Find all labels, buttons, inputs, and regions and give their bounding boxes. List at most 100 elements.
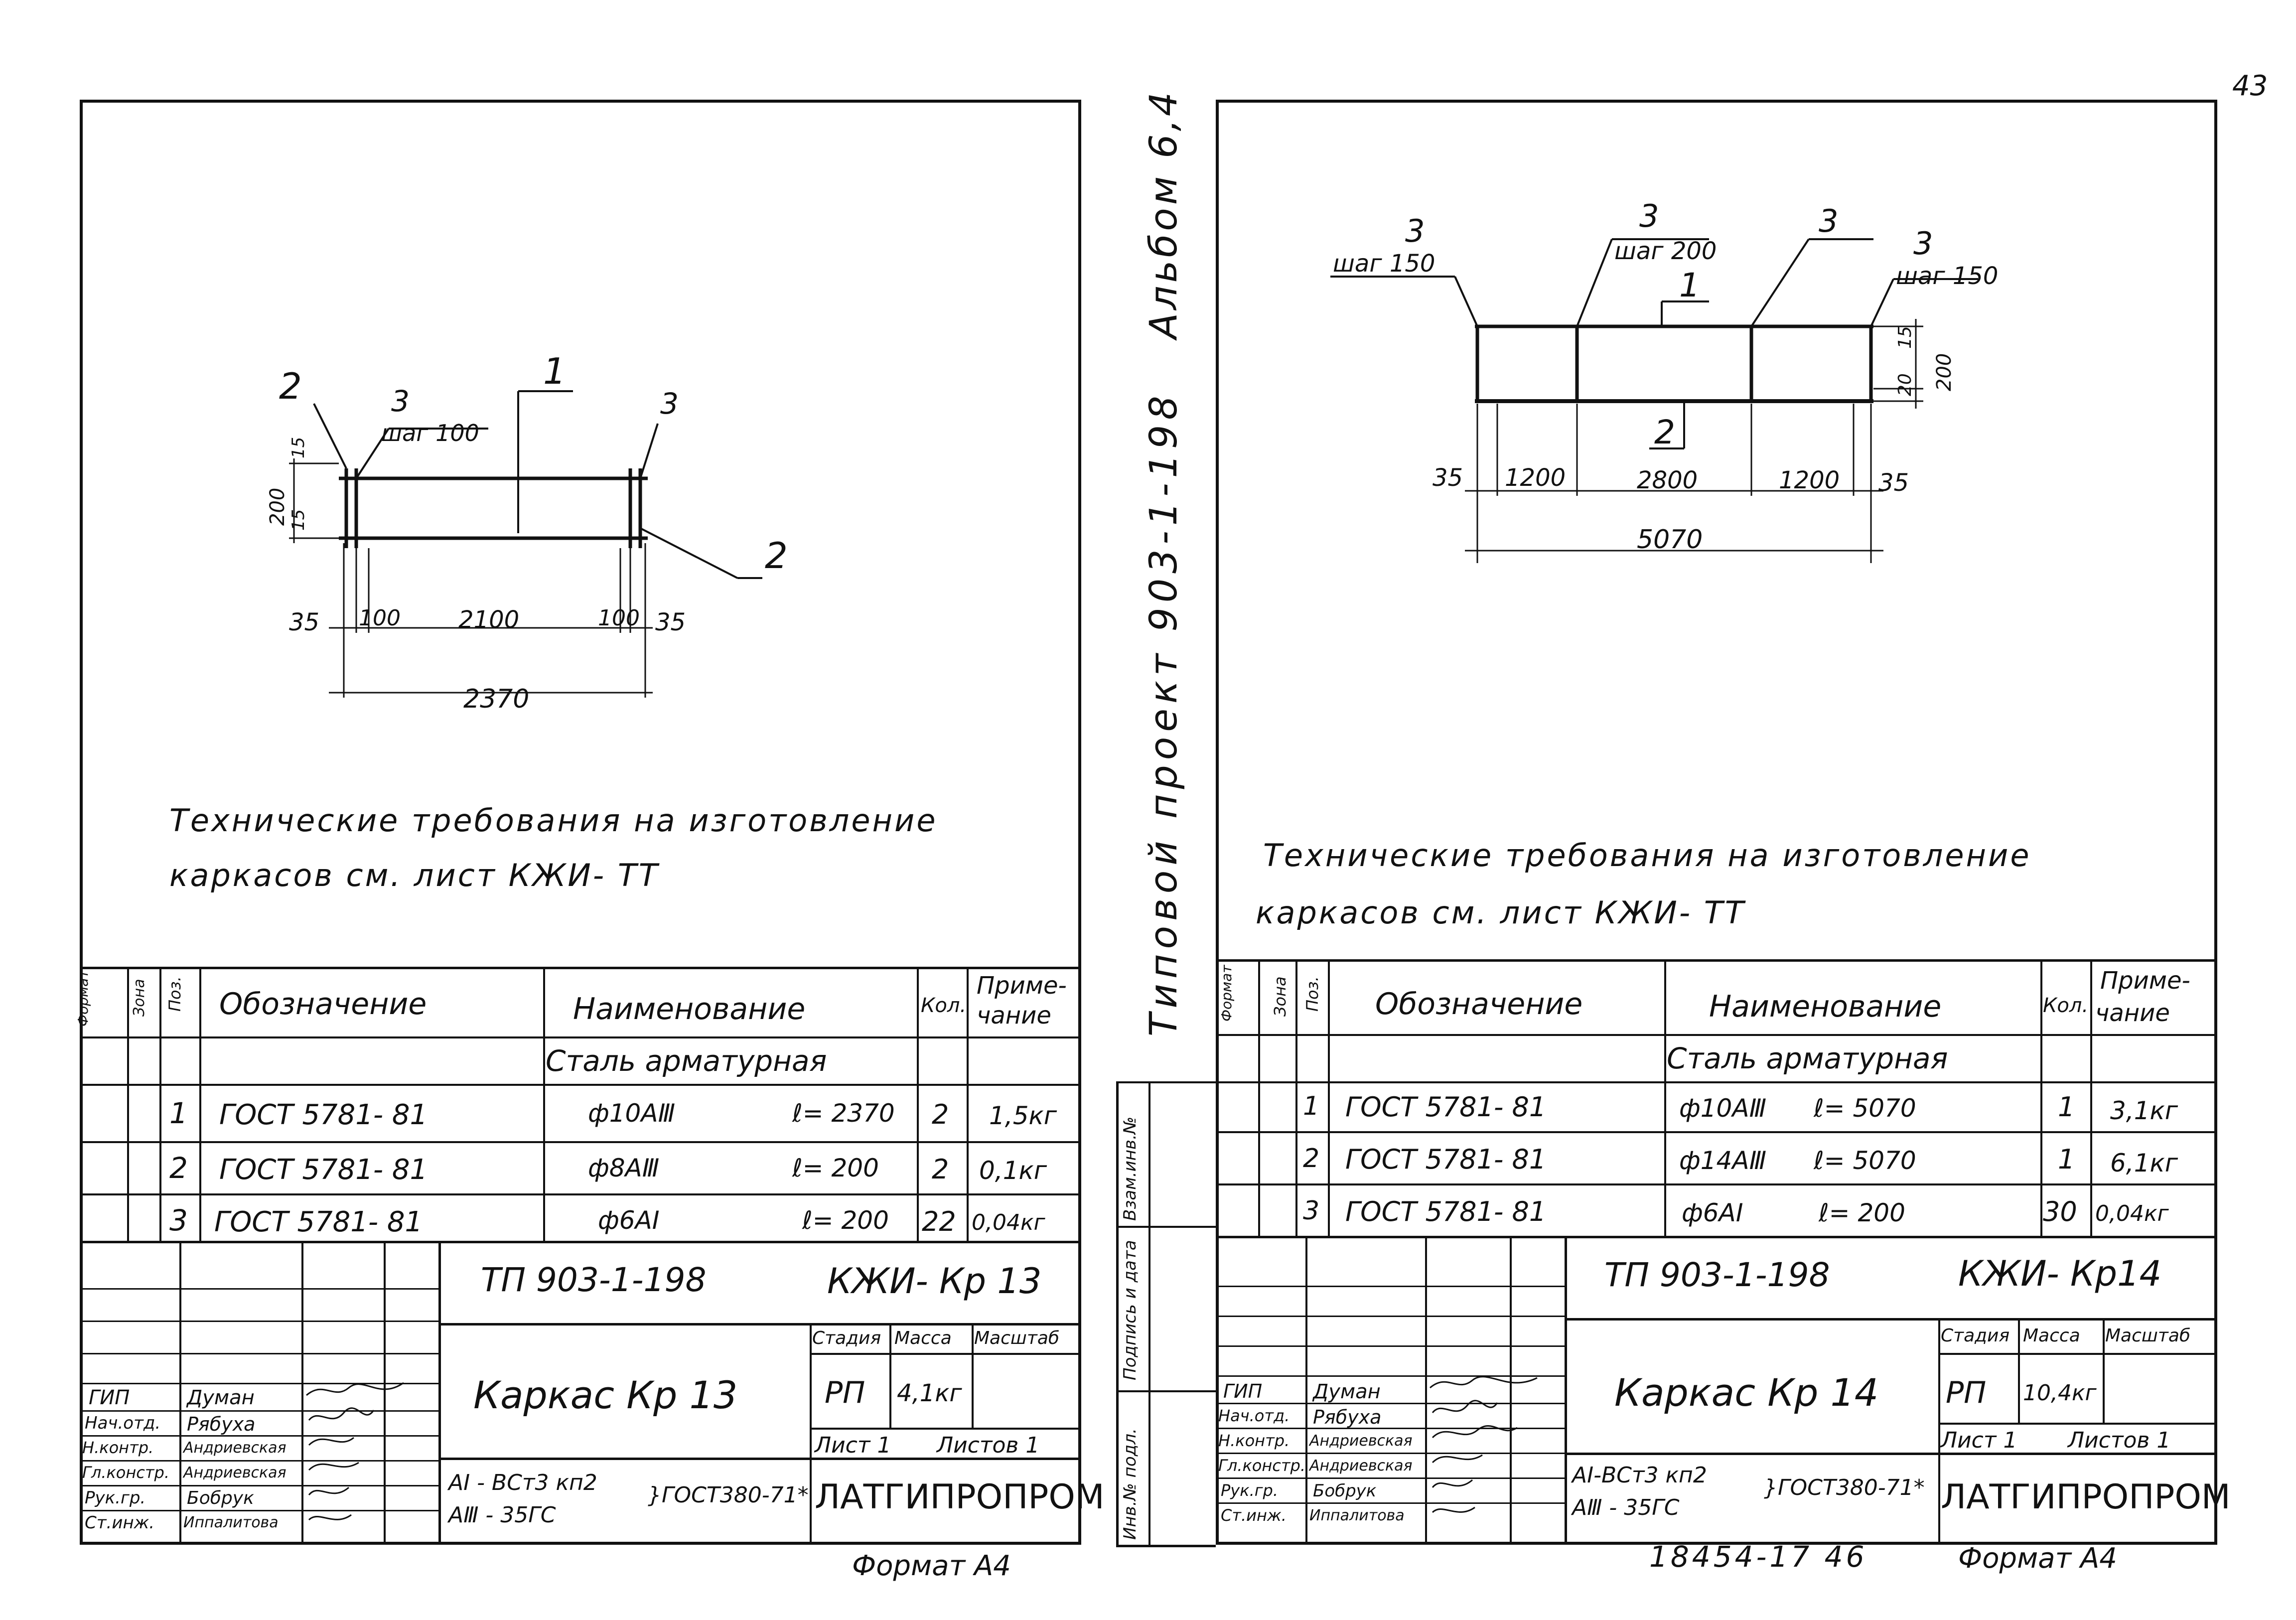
left-hdr-name: Наименование <box>573 992 806 1027</box>
left-row2-doc: ГОСТ 5781- 81 <box>219 1154 428 1186</box>
right-tb-org: ЛАТГИПРОПРОМ <box>1941 1477 2231 1517</box>
left-pos-2a: 2 <box>279 365 302 407</box>
right-role-2: Нач.отд. <box>1218 1406 1290 1425</box>
left-row3-len: ℓ= 200 <box>802 1206 889 1235</box>
right-step-2: шаг 200 <box>1614 237 1717 265</box>
right-dim-l3: 2800 <box>1637 466 1698 494</box>
right-pos-3b: 3 <box>1639 198 1659 234</box>
left-dim-l2: 100 <box>359 605 401 631</box>
right-person-3: Андриевская <box>1309 1432 1413 1450</box>
left-tb-sheet-code: КЖИ- Кр 13 <box>827 1261 1042 1302</box>
right-role-5: Рук.гр. <box>1221 1481 1279 1500</box>
right-tb-scale-label: Масштаб <box>2105 1325 2191 1346</box>
left-role-1: ГИП <box>89 1386 130 1409</box>
right-role-1: ГИП <box>1223 1380 1263 1402</box>
right-dim-h3: 200 <box>1933 353 1956 391</box>
right-sheet-frame <box>1216 100 2217 1545</box>
right-pos-3d: 3 <box>1913 225 1933 262</box>
right-row1-pos: 1 <box>1303 1091 1320 1121</box>
right-dim-l5: 35 <box>1878 469 1909 497</box>
right-tb-name: Каркас Кр 14 <box>1614 1370 1879 1415</box>
right-tb-sheets: Листов 1 <box>2068 1428 2171 1453</box>
left-dim-h3: 200 <box>266 488 289 526</box>
left-format: Формат А4 <box>852 1550 1011 1582</box>
left-dim-h2: 15 <box>288 509 308 531</box>
left-person-6: Иппалитова <box>183 1514 279 1531</box>
left-hdr-pos: Поз. <box>165 976 184 1012</box>
right-row2-pos: 2 <box>1303 1144 1320 1174</box>
right-tb-code: ТП 903-1-198 <box>1604 1256 1830 1294</box>
right-person-6: Иппалитова <box>1309 1507 1405 1524</box>
left-dim-l5: 35 <box>655 608 686 636</box>
right-step-1: шаг 150 <box>1333 250 1435 278</box>
left-row1-doc: ГОСТ 5781- 81 <box>219 1099 428 1131</box>
left-tb-sheets: Листов 1 <box>937 1433 1040 1458</box>
right-row2-len: ℓ= 5070 <box>1814 1146 1916 1175</box>
right-row3-name: ф6АⅠ <box>1682 1198 1743 1227</box>
left-step: шаг 100 <box>381 420 479 446</box>
left-row2-qty: 2 <box>932 1154 949 1185</box>
left-row1-note: 1,5кг <box>989 1101 1057 1130</box>
right-person-4: Андриевская <box>1309 1457 1413 1474</box>
right-pos-1: 1 <box>1679 266 1700 304</box>
right-hdr-pos: Поз. <box>1303 976 1322 1012</box>
left-tb-code: ТП 903-1-198 <box>481 1261 707 1299</box>
right-format: Формат А4 <box>1958 1542 2117 1575</box>
left-tb-material2: АⅢ - 35ГС <box>448 1502 556 1528</box>
left-pos-2b: 2 <box>765 535 788 577</box>
left-role-5: Рук.гр. <box>85 1488 146 1508</box>
right-note-line2: каркасов см. лист КЖИ- ТТ <box>1256 894 1746 931</box>
binding-stamp-inv: Инв.№ подл. <box>1120 1428 1140 1540</box>
left-row2-note: 0,1кг <box>979 1156 1047 1185</box>
left-row1-name: ф10АⅢ <box>588 1099 676 1128</box>
left-tb-stage-label: Стадия <box>812 1328 881 1348</box>
left-hdr-note2: чание <box>977 1002 1051 1030</box>
right-row3-pos: 3 <box>1303 1196 1320 1226</box>
left-dim-l3: 2100 <box>458 606 519 634</box>
right-dim-total: 5070 <box>1637 525 1703 555</box>
left-pos-3b: 3 <box>660 387 679 421</box>
left-note-line2: каркасов см. лист КЖИ- ТТ <box>169 857 660 893</box>
left-tb-mass: 4,1кг <box>897 1379 962 1407</box>
right-hdr-zone: Зона <box>1271 976 1290 1017</box>
right-tb-sheet-code: КЖИ- Кр14 <box>1958 1253 2162 1294</box>
right-person-2: Рябуха <box>1313 1406 1382 1428</box>
right-step-3: шаг 150 <box>1896 262 1998 290</box>
right-row1-doc: ГОСТ 5781- 81 <box>1345 1091 1547 1123</box>
right-row3-qty: 30 <box>2043 1196 2077 1227</box>
left-row1-pos: 1 <box>169 1096 188 1130</box>
left-pos-3a: 3 <box>391 384 410 418</box>
right-role-3: Н.контр. <box>1218 1431 1290 1450</box>
right-tb-material-gost: }ГОСТ380-71* <box>1764 1475 1925 1500</box>
binding-project: Типовой проект 903-1-198 <box>1141 391 1185 1036</box>
left-tb-sheet: Лист 1 <box>815 1433 891 1458</box>
left-row3-qty: 22 <box>922 1206 956 1237</box>
right-hdr-doc: Обозначение <box>1375 987 1583 1022</box>
right-row2-qty: 1 <box>2058 1144 2075 1175</box>
right-pos-3a: 3 <box>1405 213 1425 249</box>
right-tb-mass-label: Масса <box>2023 1325 2080 1346</box>
right-cage-drawing: 3 3 3 3 1 2 шаг 150 шаг 200 шаг 150 15 2… <box>1330 198 1998 563</box>
right-row3-doc: ГОСТ 5781- 81 <box>1345 1196 1547 1227</box>
right-dim-l2: 1200 <box>1505 464 1566 492</box>
left-row3-doc: ГОСТ 5781- 81 <box>214 1206 423 1238</box>
right-tb-mass: 10,4кг <box>2023 1380 2097 1406</box>
left-dim-h1: 15 <box>288 437 308 458</box>
right-dim-h1: 15 <box>1895 326 1915 349</box>
right-row2-name: ф14АⅢ <box>1679 1146 1767 1175</box>
left-hdr-zone: Зона <box>131 979 148 1017</box>
left-pos-1: 1 <box>543 350 566 392</box>
left-hdr-doc: Обозначение <box>219 987 427 1022</box>
left-tb-material-gost: }ГОСТ380-71* <box>648 1482 809 1508</box>
right-row2-note: 6,1кг <box>2110 1149 2178 1178</box>
right-row1-len: ℓ= 5070 <box>1814 1094 1916 1123</box>
right-tb-material1: АⅠ-ВСт3 кп2 <box>1572 1463 1707 1488</box>
right-group: Сталь арматурная <box>1667 1041 1948 1075</box>
left-row1-qty: 2 <box>932 1099 949 1130</box>
left-row3-note: 0,04кг <box>972 1210 1045 1235</box>
left-role-6: Ст.инж. <box>85 1513 155 1533</box>
left-tb-name: Каркас Кр 13 <box>473 1373 738 1417</box>
right-tb-material2: АⅢ - 35ГС <box>1572 1495 1680 1520</box>
right-hdr-note1: Приме- <box>2100 967 2190 995</box>
right-tb-stage: РП <box>1946 1375 1987 1410</box>
